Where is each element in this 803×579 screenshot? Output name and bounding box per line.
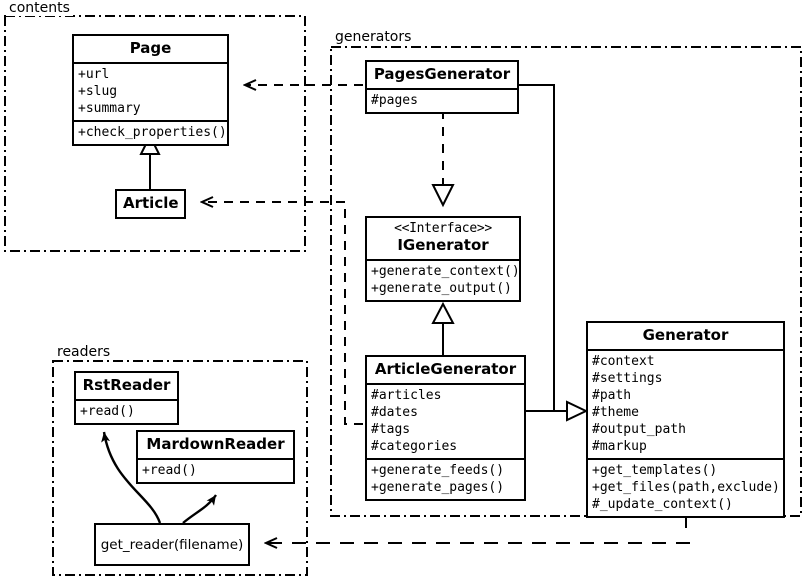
class-box-rstreader[interactable]: RstReader +read() (74, 371, 179, 426)
class-attribute: #theme (592, 405, 639, 421)
class-attribute: #tags (371, 422, 411, 438)
class-operation: +generate_context() (371, 264, 520, 280)
class-box-pagesgenerator[interactable]: PagesGenerator #pages (365, 60, 519, 115)
function-label-get-reader: get_reader(filename) (100, 536, 244, 553)
class-operations-generator: +get_templates() +get_files(path,exclude… (588, 460, 783, 516)
class-name-article: Article (123, 194, 179, 212)
class-operations-page: +check_properties() (74, 122, 227, 144)
class-box-page[interactable]: Page +url +slug +summary +check_properti… (72, 34, 229, 147)
class-attribute: #dates (371, 405, 418, 421)
package-label-readers: readers (54, 344, 114, 360)
class-operation: +check_properties() (78, 125, 227, 141)
class-attribute: +url (78, 67, 110, 83)
association-get-reader-to-mardownreader (182, 494, 217, 524)
class-operations-rstreader: +read() (76, 401, 177, 423)
class-attribute: #markup (592, 439, 647, 455)
class-name-pagesgenerator: PagesGenerator (373, 65, 511, 83)
class-stereotype-igenerator: <<Interface>> (394, 221, 492, 236)
class-attribute: #articles (371, 388, 442, 404)
realization-pagesgenerator-to-igenerator (431, 110, 455, 208)
class-operation: +read() (142, 463, 197, 479)
class-attribute: #settings (592, 371, 663, 387)
class-name-rstreader: RstReader (82, 376, 171, 394)
class-attribute: +slug (78, 84, 118, 100)
class-operation: +generate_output() (371, 281, 512, 297)
class-attribute: #context (592, 354, 655, 370)
class-operations-mardownreader: +read() (138, 460, 293, 482)
class-attribute: #categories (371, 439, 458, 455)
class-attribute: #path (592, 388, 632, 404)
class-operation: +get_templates() (592, 463, 718, 479)
class-operations-articlegenerator: +generate_feeds() +generate_pages() (367, 460, 524, 499)
class-operation: #_update_context() (592, 497, 733, 513)
class-attribute: #pages (371, 93, 418, 109)
package-label-generators: generators (332, 29, 415, 45)
class-operation: +get_files(path,exclude) (592, 480, 780, 496)
class-box-mardownreader[interactable]: MardownReader +read() (136, 430, 295, 485)
package-label-contents: contents (6, 0, 73, 16)
class-box-articlegenerator[interactable]: ArticleGenerator #articles #dates #tags … (365, 355, 526, 502)
class-name-articlegenerator: ArticleGenerator (374, 360, 517, 378)
class-box-igenerator[interactable]: <<Interface>> IGenerator +generate_conte… (365, 216, 521, 303)
generalization-to-generator (519, 84, 589, 422)
class-attributes-generator: #context #settings #path #theme #output_… (588, 351, 783, 458)
class-operation: +generate_feeds() (371, 463, 505, 479)
class-box-generator[interactable]: Generator #context #settings #path #them… (586, 321, 785, 519)
class-attribute: +summary (78, 101, 141, 117)
class-box-article[interactable]: Article (115, 189, 186, 220)
class-name-generator: Generator (642, 326, 729, 344)
function-box-get-reader[interactable]: get_reader(filename) (94, 523, 250, 566)
class-attributes-page: +url +slug +summary (74, 64, 227, 120)
class-operations-igenerator: +generate_context() +generate_output() (367, 261, 520, 300)
class-name-text: IGenerator (397, 235, 489, 254)
class-attributes-pagesgenerator: #pages (367, 90, 517, 112)
class-attribute: #output_path (592, 422, 686, 438)
class-name-page: Page (129, 39, 172, 57)
class-operation: +read() (80, 404, 135, 420)
class-operation: +generate_pages() (371, 480, 505, 496)
dependency-articlegenerator-to-article (202, 202, 363, 425)
class-attributes-articlegenerator: #articles #dates #tags #categories (367, 385, 524, 458)
class-name-igenerator: <<Interface>> IGenerator (367, 218, 519, 259)
generalization-articlegenerator-to-igenerator (431, 301, 455, 355)
class-name-mardownreader: MardownReader (146, 435, 285, 453)
